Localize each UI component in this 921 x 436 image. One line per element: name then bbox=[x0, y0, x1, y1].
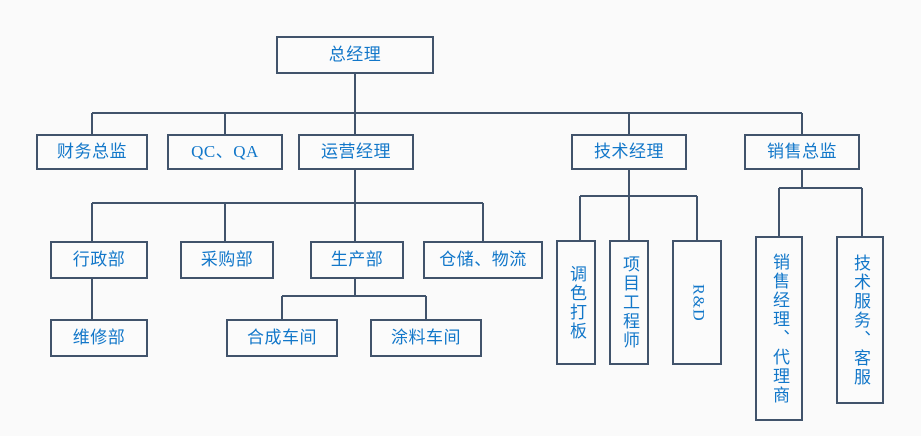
node-label: 行政部 bbox=[72, 249, 126, 269]
node-label: R&D bbox=[689, 283, 707, 322]
node-label: 销售经理、代理商 bbox=[770, 252, 790, 405]
node-label: 运营经理 bbox=[321, 141, 391, 161]
node-purchasing-dept[interactable]: 采购部 bbox=[180, 241, 274, 279]
node-qc-qa[interactable]: QC、QA bbox=[167, 134, 283, 170]
node-label: 总经理 bbox=[328, 44, 382, 64]
node-label: 技术经理 bbox=[594, 141, 664, 161]
node-label: 采购部 bbox=[200, 249, 254, 269]
node-coating-workshop[interactable]: 涂料车间 bbox=[370, 319, 482, 357]
node-label: 维修部 bbox=[72, 327, 126, 347]
node-production-dept[interactable]: 生产部 bbox=[310, 241, 404, 279]
node-technical-manager[interactable]: 技术经理 bbox=[571, 134, 687, 170]
node-finance-director[interactable]: 财务总监 bbox=[36, 134, 148, 170]
node-label: 财务总监 bbox=[57, 141, 127, 161]
node-label: 涂料车间 bbox=[391, 327, 461, 347]
node-label: 合成车间 bbox=[247, 327, 317, 347]
node-maintenance-dept[interactable]: 维修部 bbox=[50, 319, 148, 357]
node-general-manager[interactable]: 总经理 bbox=[276, 36, 434, 74]
node-sales-manager-agent[interactable]: 销售经理、代理商 bbox=[755, 236, 803, 421]
node-label: 项目工程师 bbox=[620, 255, 640, 350]
node-operations-manager[interactable]: 运营经理 bbox=[298, 134, 414, 170]
node-label: 技术服务、客服 bbox=[851, 253, 871, 387]
node-synthesis-workshop[interactable]: 合成车间 bbox=[226, 319, 338, 357]
node-label: 生产部 bbox=[330, 249, 384, 269]
node-warehouse-logistics[interactable]: 仓储、物流 bbox=[423, 241, 543, 279]
node-sales-director[interactable]: 销售总监 bbox=[744, 134, 860, 170]
node-admin-dept[interactable]: 行政部 bbox=[50, 241, 148, 279]
node-project-engineer[interactable]: 项目工程师 bbox=[609, 240, 649, 365]
node-label: 销售总监 bbox=[767, 141, 837, 161]
node-label: 调色打板 bbox=[567, 264, 587, 341]
node-tech-service-customer[interactable]: 技术服务、客服 bbox=[836, 236, 884, 404]
node-rnd[interactable]: R&D bbox=[672, 240, 722, 365]
node-label: 仓储、物流 bbox=[439, 249, 527, 269]
node-label: QC、QA bbox=[191, 141, 259, 161]
node-color-matching[interactable]: 调色打板 bbox=[556, 240, 596, 365]
